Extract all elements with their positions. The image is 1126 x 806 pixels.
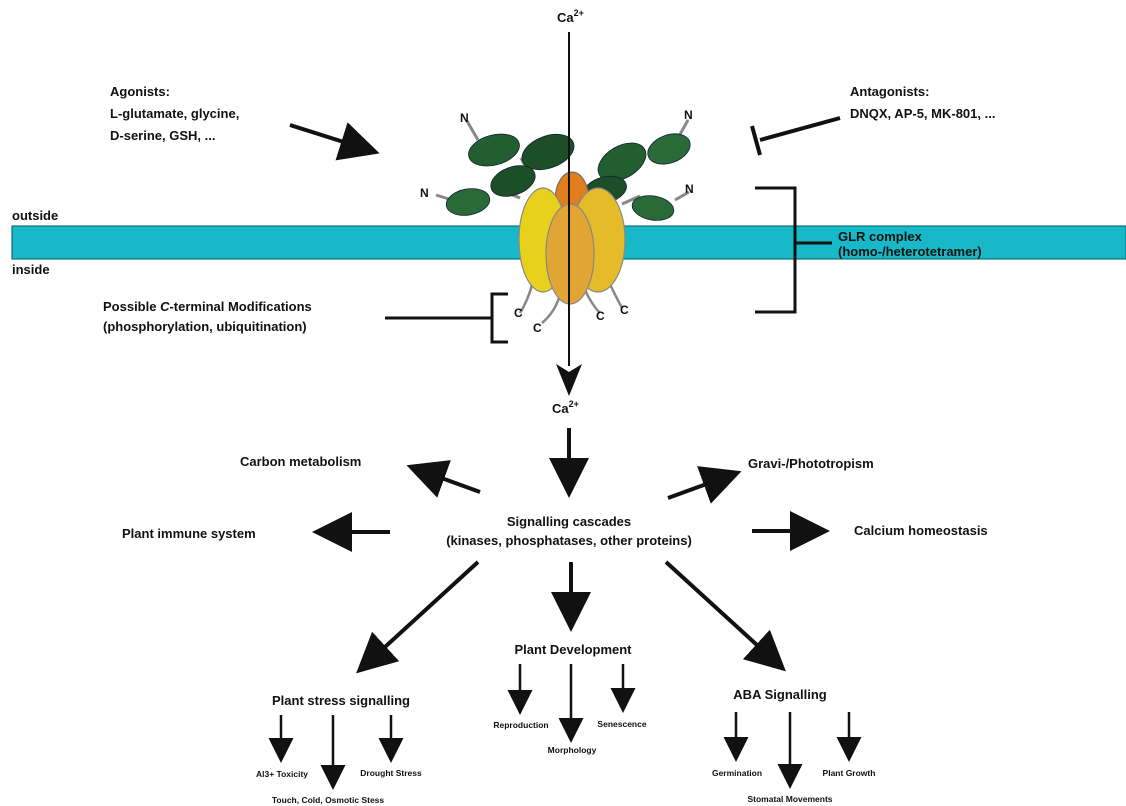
- gravi-phototropism-arrow: [667, 466, 742, 504]
- calcium-ion-top: Ca2+: [557, 8, 584, 25]
- outside-label: outside: [12, 208, 58, 223]
- domain-left-4: [445, 188, 491, 216]
- calcium-influx-arrowhead: [556, 364, 582, 396]
- senescence-label: Senescence: [597, 719, 646, 729]
- c-terminal-label: C: [514, 306, 523, 320]
- agonists-line2: D-serine, GSH, ...: [110, 128, 215, 143]
- n-terminal-label: N: [460, 111, 469, 125]
- stress-branch-arrow: [356, 560, 480, 674]
- c-terminal-label: C: [596, 309, 605, 323]
- glr-tetramer: [518, 171, 626, 305]
- morphology-label: Morphology: [548, 745, 597, 755]
- calcium-homeostasis-label: Calcium homeostasis: [854, 523, 988, 538]
- plant-immune-system-label: Plant immune system: [122, 526, 256, 541]
- antagonist-inhibition-line: [759, 116, 841, 142]
- agonists-title: Agonists:: [110, 84, 170, 99]
- agonists-line1: L-glutamate, glycine,: [110, 106, 239, 121]
- antagonist-inhibition-bar: [750, 125, 762, 156]
- domain-right-4: [631, 195, 675, 221]
- inside-label: inside: [12, 262, 50, 277]
- aba-branch-arrow: [664, 560, 786, 672]
- plant-growth-label: Plant Growth: [823, 768, 876, 778]
- c-terminal-label: C: [620, 303, 629, 317]
- n-terminal-label: N: [685, 182, 694, 196]
- agonist-arrow: [289, 122, 380, 161]
- al-toxicity-label: Al3+ Toxicity: [256, 769, 308, 779]
- glr-complex-title: GLR complex: [838, 229, 923, 244]
- domain-right-1: [597, 142, 647, 182]
- gravi-phototropism-label: Gravi-/Phototropism: [748, 456, 874, 471]
- n-terminal-label: N: [420, 186, 429, 200]
- domain-right-2: [647, 133, 691, 165]
- domain-left-1: [468, 133, 520, 167]
- glr-complex-bracket: [755, 186, 797, 314]
- signalling-cascades-detail: (kinases, phosphatases, other proteins): [446, 533, 692, 548]
- domain-left-3: [490, 165, 536, 197]
- carbon-metabolism-label: Carbon metabolism: [240, 454, 361, 469]
- touch-cold-osmotic-label: Touch, Cold, Osmotic Stess: [272, 795, 385, 805]
- n-terminal-label: N: [684, 108, 693, 122]
- reproduction-label: Reproduction: [493, 720, 548, 730]
- calcium-ion-bottom: Ca2+: [552, 399, 579, 416]
- drought-stress-label: Drought Stress: [360, 768, 422, 778]
- glr-complex-subtitle: (homo-/heterotetramer): [838, 244, 982, 259]
- stress-signalling-title: Plant stress signalling: [272, 693, 410, 708]
- c-terminal-label: C: [533, 321, 542, 335]
- antagonists-title: Antagonists:: [850, 84, 929, 99]
- domain-left-2: [521, 133, 575, 171]
- plant-development-title: Plant Development: [514, 642, 632, 657]
- c-terminal-bracket: [490, 292, 508, 344]
- stomatal-movements-label: Stomatal Movements: [747, 794, 832, 804]
- carbon-metabolism-arrow: [406, 460, 481, 498]
- aba-signalling-title: ABA Signalling: [733, 687, 826, 702]
- signalling-cascades-title: Signalling cascades: [507, 514, 631, 529]
- c-terminal-modifications-detail: (phosphorylation, ubiquitination): [103, 319, 307, 334]
- germination-label: Germination: [712, 768, 762, 778]
- c-terminal-modifications-title: Possible C-terminal Modifications: [103, 299, 312, 314]
- antagonists-line1: DNQX, AP-5, MK-801, ...: [850, 106, 995, 121]
